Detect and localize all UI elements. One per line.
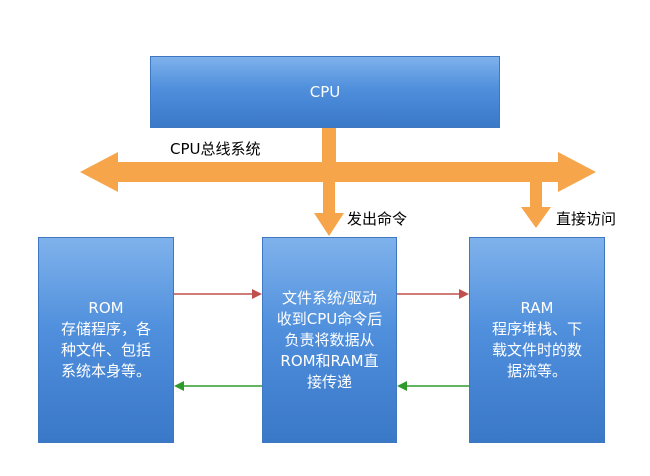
send-command-label: 发出命令 xyxy=(347,210,408,228)
cpu-bus-connector xyxy=(322,128,336,164)
ram-to-fs-arrowhead xyxy=(397,381,407,391)
rom-to-fs-arrowhead xyxy=(252,289,262,299)
bus-double-arrow xyxy=(80,152,596,192)
filesystem-driver-text: 文件系统/驱动 收到CPU命令后 负责将数据从 ROM和RAM直 接传递 xyxy=(276,288,383,391)
fs-to-rom-arrowhead xyxy=(174,381,184,391)
ram-box: RAM 程序堆栈、下 载文件时的数 据流等。 xyxy=(469,237,605,443)
cpu-label: CPU xyxy=(309,82,341,101)
ram-text: RAM 程序堆栈、下 载文件时的数 据流等。 xyxy=(491,299,582,380)
direct-access-label: 直接访问 xyxy=(556,210,617,228)
cpu-box: CPU xyxy=(150,56,500,128)
rom-text: ROM 存储程序，各 种文件、包括 系统本身等。 xyxy=(60,299,151,380)
bus-label: CPU总线系统 xyxy=(170,140,261,158)
filesystem-driver-box: 文件系统/驱动 收到CPU命令后 负责将数据从 ROM和RAM直 接传递 xyxy=(262,237,397,443)
rom-box: ROM 存储程序，各 种文件、包括 系统本身等。 xyxy=(38,237,174,443)
direct-access-arrow xyxy=(521,182,551,228)
send-command-arrow xyxy=(314,182,344,236)
fs-to-ram-arrowhead xyxy=(459,289,469,299)
